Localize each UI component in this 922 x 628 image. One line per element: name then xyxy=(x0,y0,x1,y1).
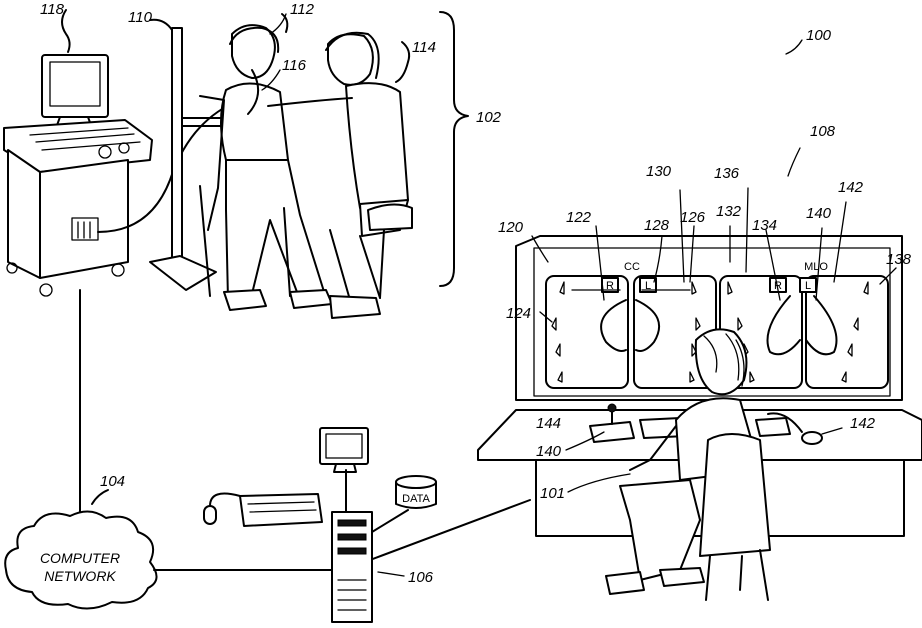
ref-106: 106 xyxy=(408,569,434,586)
workstation: DATA xyxy=(204,428,436,622)
ref-102: 102 xyxy=(476,109,502,126)
ultrasound-machine xyxy=(4,10,152,296)
ref-112: 112 xyxy=(290,1,315,18)
ref-110: 110 xyxy=(128,9,153,26)
ref-120: 120 xyxy=(498,219,524,236)
ref-126: 126 xyxy=(680,209,706,226)
ref-142-b: 142 xyxy=(850,415,876,432)
network-label-line2: NETWORK xyxy=(44,568,116,584)
ref-128: 128 xyxy=(644,217,670,234)
ref-104: 104 xyxy=(100,473,125,490)
ref-144: 144 xyxy=(536,415,561,432)
data-storage-label: DATA xyxy=(402,493,430,505)
ref-101: 101 xyxy=(540,485,565,502)
cc-label: CC xyxy=(624,261,640,273)
ref-138: 138 xyxy=(886,251,912,268)
ref-122: 122 xyxy=(566,209,592,226)
ref-140-a: 140 xyxy=(806,205,832,222)
ref-136: 136 xyxy=(714,165,740,182)
group-brace xyxy=(440,12,468,286)
ref-142-a: 142 xyxy=(838,179,864,196)
mlo-left-panel xyxy=(806,276,888,388)
ref-118: 118 xyxy=(40,1,65,18)
network-connections xyxy=(80,290,530,570)
mlo-l-text: L xyxy=(805,280,811,292)
patient xyxy=(200,14,332,310)
ref-100: 100 xyxy=(806,27,832,44)
ref-140-b: 140 xyxy=(536,443,562,460)
ref-130: 130 xyxy=(646,163,672,180)
ref-114: 114 xyxy=(412,39,436,56)
network-label-line1: COMPUTER xyxy=(40,550,120,566)
ref-108: 108 xyxy=(810,123,836,140)
mlo-label: MLO xyxy=(804,261,828,273)
ref-132: 132 xyxy=(716,203,742,220)
ref-116: 116 xyxy=(282,57,307,74)
ref-134: 134 xyxy=(752,217,777,234)
ref-124: 124 xyxy=(506,305,531,322)
